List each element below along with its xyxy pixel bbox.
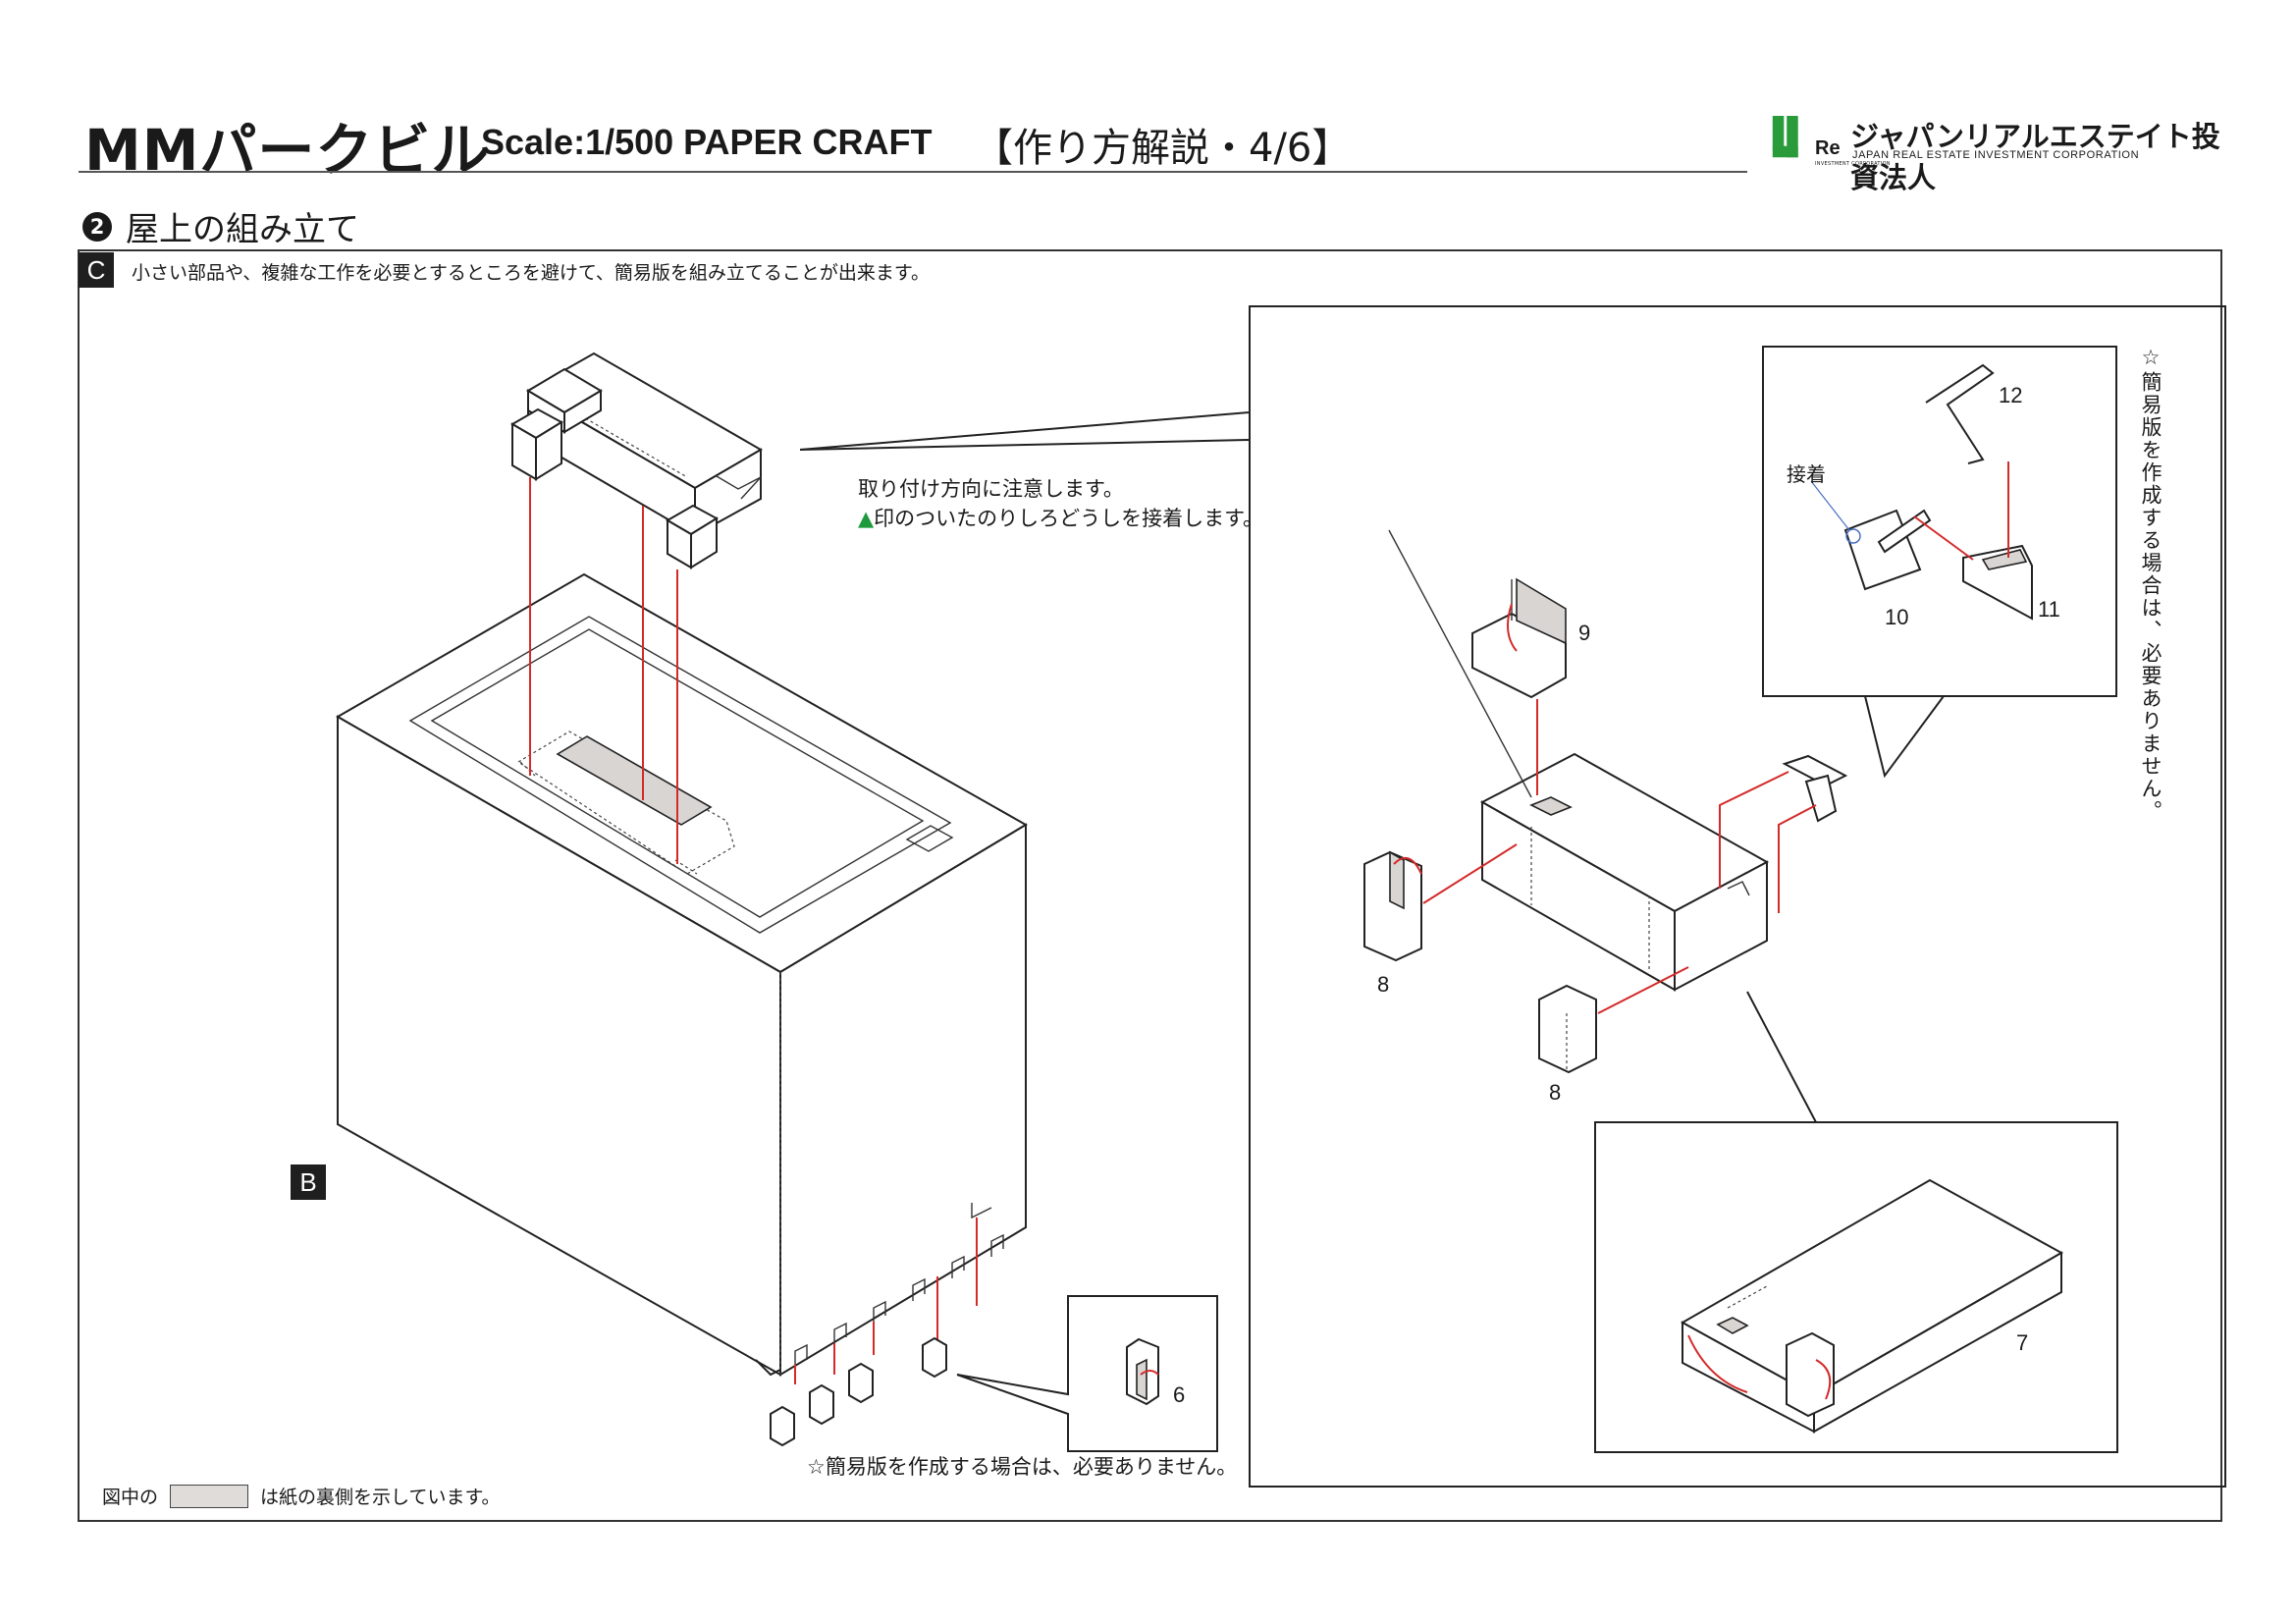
part-label-11: 11 bbox=[2038, 597, 2060, 622]
glue-label: 接着 bbox=[1787, 462, 1826, 486]
orientation-note: 取り付け方向に注意します。 ▲印のついたのりしろどうしを接着します。 bbox=[858, 474, 1309, 533]
logo-mark-subtext: INVESTMENT CORPORATION bbox=[1815, 161, 1891, 167]
part-label-7: 7 bbox=[2016, 1330, 2029, 1355]
roof-piece bbox=[510, 352, 763, 569]
scale-subtitle: Scale:1/500 PAPER CRAFT bbox=[481, 122, 933, 162]
green-triangle-icon: ▲ bbox=[858, 507, 875, 530]
building-block bbox=[335, 572, 1028, 1377]
simple-version-note-vertical: ☆簡易版を作成する場合は、必要ありません。 bbox=[2139, 346, 2163, 823]
step-badge-c: C bbox=[79, 252, 114, 288]
part-label-12: 12 bbox=[1999, 383, 2023, 407]
part-label-9: 9 bbox=[1578, 621, 1591, 645]
logo-mark-icon bbox=[1772, 116, 1798, 158]
part8b bbox=[1538, 966, 1689, 1074]
part-label-6: 6 bbox=[1173, 1382, 1186, 1407]
legend: 図中の は紙の裏側を示しています。 bbox=[102, 1483, 501, 1509]
orientation-line2: 印のついたのりしろどうしを接着します。 bbox=[874, 507, 1264, 530]
callout-pointer bbox=[799, 439, 1251, 451]
section-number: 2 bbox=[82, 211, 112, 242]
logo-re-text: Re bbox=[1815, 137, 1841, 159]
inset-7 bbox=[1594, 991, 2118, 1453]
logo-name-en: JAPAN REAL ESTATE INVESTMENT CORPORATION bbox=[1852, 149, 2140, 161]
part6-callout bbox=[956, 1295, 1218, 1452]
step-indicator: 【作り方解説・4/6】 bbox=[974, 126, 1352, 171]
header-rule bbox=[79, 171, 1747, 173]
logo-name-ja: ジャパンリアルエステイト投資法人 bbox=[1850, 120, 2220, 194]
part-label-10: 10 bbox=[1885, 605, 1909, 629]
section-title: 屋上の組み立て bbox=[126, 210, 359, 249]
step-badge-b: B bbox=[291, 1164, 326, 1200]
instruction-frame bbox=[78, 249, 2222, 1522]
simple-version-note-left: ☆簡易版を作成する場合は、必要ありません。 bbox=[807, 1455, 1238, 1479]
legend-suffix: は紙の裏側を示しています。 bbox=[260, 1487, 501, 1508]
orientation-line1: 取り付け方向に注意します。 bbox=[858, 477, 1124, 501]
backside-swatch bbox=[170, 1484, 249, 1508]
note-pointer bbox=[1388, 529, 1532, 798]
left-guide-arrows bbox=[529, 477, 978, 1384]
detail-panel bbox=[1249, 305, 2226, 1488]
part9 bbox=[1471, 577, 1567, 795]
part8a bbox=[1363, 843, 1518, 962]
rooftop-core bbox=[1479, 752, 1770, 992]
part-label-8b: 8 bbox=[1549, 1080, 1562, 1105]
legend-prefix: 図中の bbox=[102, 1487, 159, 1508]
inset-10-12 bbox=[1762, 346, 2117, 779]
intro-text: 小さい部品や、複雑な工作を必要とするところを避けて、簡易版を組み立てることが出来… bbox=[132, 262, 931, 284]
company-logo: Re INVESTMENT CORPORATION ジャパンリアルエステイト投資… bbox=[1772, 114, 2223, 194]
small-posts bbox=[770, 1336, 947, 1447]
antenna-piece bbox=[1719, 754, 1848, 913]
section-heading: 2 屋上の組み立て bbox=[82, 202, 359, 250]
part-label-8a: 8 bbox=[1377, 972, 1390, 997]
